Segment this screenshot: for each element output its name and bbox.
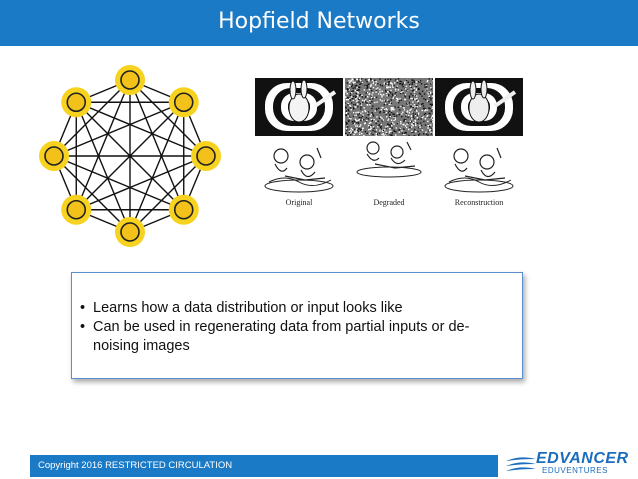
network-node-icon [168, 194, 199, 225]
footer-bar: Copyright 2016 RESTRICTED CIRCULATION [30, 455, 498, 477]
hopfield-network-diagram [39, 65, 221, 247]
logo-brand-text: EDVANCER [536, 450, 629, 467]
image-reconstruction-figure: Original Degraded Reconstruction [255, 78, 523, 218]
bullet-list: • Learns how a data distribution or input… [80, 299, 510, 356]
network-node-icon [39, 141, 69, 171]
bullet-item: • Can be used in regenerating data from p… [80, 318, 510, 356]
caption-original: Original [285, 198, 313, 207]
caption-reconstruction: Reconstruction [454, 198, 504, 207]
network-edge [75, 101, 185, 211]
edvancer-logo: EDVANCER EDUVENTURES [504, 449, 638, 479]
degraded-image-panel [345, 78, 433, 136]
bullet-dot-icon: • [80, 319, 86, 335]
reconstructed-cartoon-sketch [444, 147, 514, 193]
original-cartoon-sketch [264, 147, 334, 193]
slide-title: Hopfield Networks [218, 9, 420, 34]
network-node-icon [115, 217, 145, 247]
network-edge [75, 101, 207, 157]
reconstruction-image-panel [435, 78, 523, 136]
slide-header: Hopfield Networks [0, 0, 638, 46]
bullet-dot-icon: • [80, 300, 86, 316]
logo-swoosh-icon [506, 457, 536, 471]
copyright-text: Copyright 2016 RESTRICTED CIRCULATION [38, 460, 233, 471]
bullet-box: • Learns how a data distribution or input… [71, 272, 523, 379]
bullet-text: Can be used in regenerating data from pa… [93, 319, 470, 354]
original-image-panel [255, 78, 343, 136]
network-node-icon [61, 194, 92, 225]
network-node-icon [168, 87, 199, 118]
network-node-icon [191, 141, 221, 171]
caption-degraded: Degraded [373, 198, 405, 207]
network-edge [53, 155, 131, 233]
degraded-cartoon-sketch [356, 141, 422, 178]
network-edge [75, 101, 131, 233]
logo-sub-text: EDUVENTURES [542, 466, 608, 475]
bullet-text: Learns how a data distribution or input … [93, 300, 403, 316]
bullet-item: • Learns how a data distribution or input… [80, 299, 510, 318]
network-node-icon [61, 87, 92, 118]
network-node-icon [115, 65, 145, 95]
